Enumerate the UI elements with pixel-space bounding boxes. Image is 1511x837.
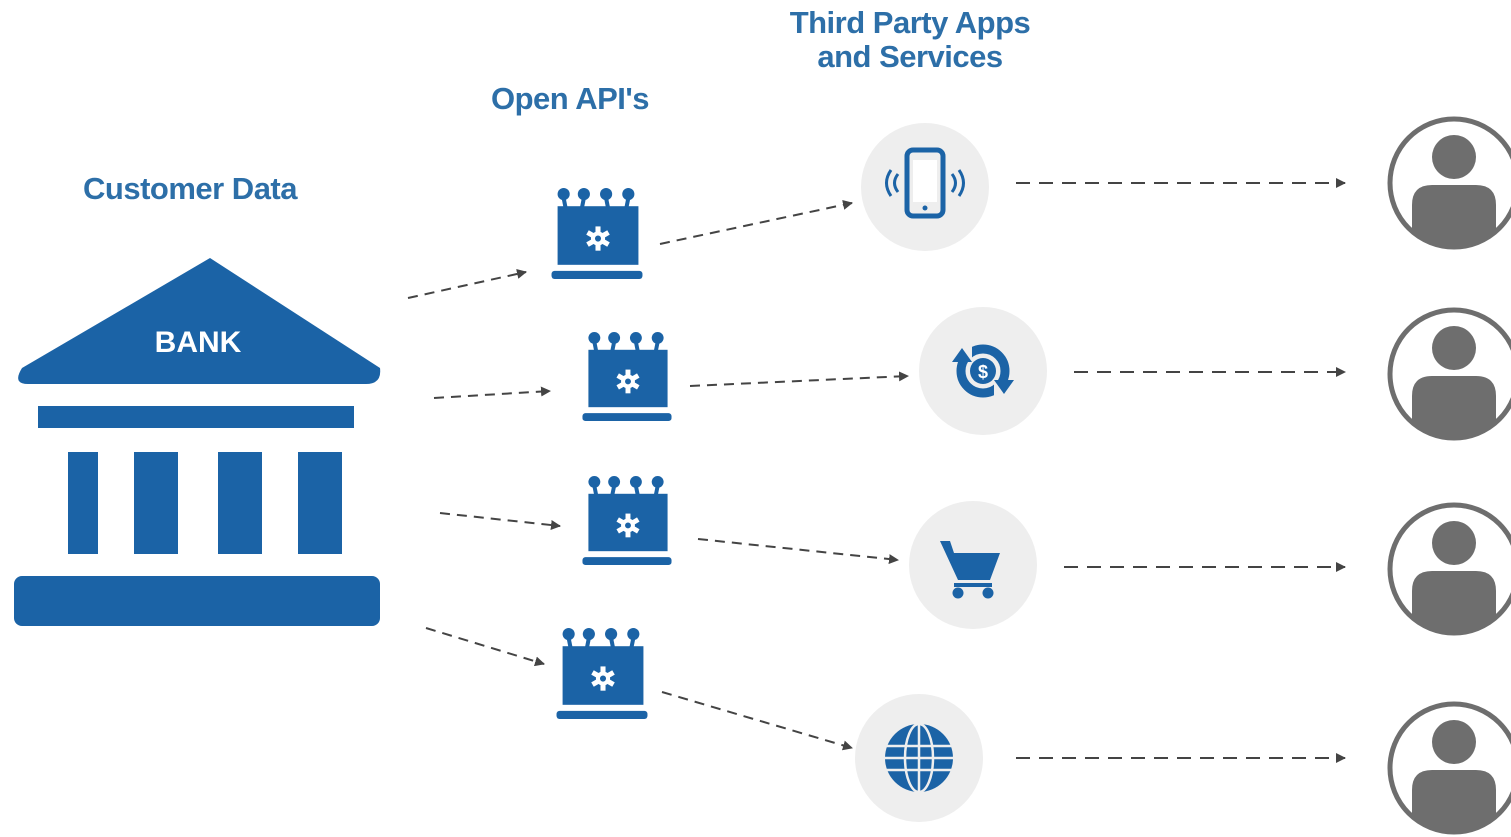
api-to-service-arrows (659, 199, 909, 751)
arrow-api-service-3 (697, 538, 899, 565)
mobile-phone-icon (885, 147, 965, 219)
arrow-api-service-4 (661, 691, 853, 751)
api-gear-icon (582, 330, 672, 424)
bank-icon: BANK (14, 258, 381, 626)
user-avatar-icon (1387, 307, 1511, 441)
heading-third-party-line-1: Third Party Apps (789, 5, 1031, 40)
bank-to-api-arrows (407, 269, 561, 667)
svg-text:$: $ (978, 362, 988, 382)
heading-third-party: Third Party Apps and Services (740, 5, 1080, 75)
arrow-bank-api-1 (407, 269, 527, 299)
globe-icon (885, 722, 953, 794)
user-avatar-icon (1387, 502, 1511, 636)
service-globe (855, 694, 983, 822)
arrow-bank-api-2 (433, 386, 551, 399)
arrow-api-service-1 (659, 199, 853, 245)
api-icons (552, 188, 672, 719)
api-gear-icon (552, 188, 643, 279)
arrow-api-service-2 (689, 371, 909, 387)
heading-customer-data: Customer Data (83, 171, 298, 206)
api-gear-icon (557, 628, 648, 719)
heading-third-party-line-2: and Services (817, 39, 1003, 75)
service-exchange: $ (919, 307, 1047, 435)
service-cart (909, 501, 1037, 629)
service-to-user-arrows (1016, 178, 1346, 763)
user-avatars (1387, 116, 1511, 835)
arrow-bank-api-3 (439, 512, 561, 531)
heading-open-apis: Open API's (491, 81, 649, 116)
arrow-bank-api-4 (425, 627, 545, 667)
service-mobile (861, 123, 989, 251)
currency-exchange-icon: $ (952, 344, 1014, 398)
bank-label: BANK (155, 326, 242, 359)
shopping-cart-icon (940, 541, 1000, 599)
user-avatar-icon (1387, 701, 1511, 835)
api-gear-icon (582, 474, 672, 568)
user-avatar-icon (1387, 116, 1511, 250)
